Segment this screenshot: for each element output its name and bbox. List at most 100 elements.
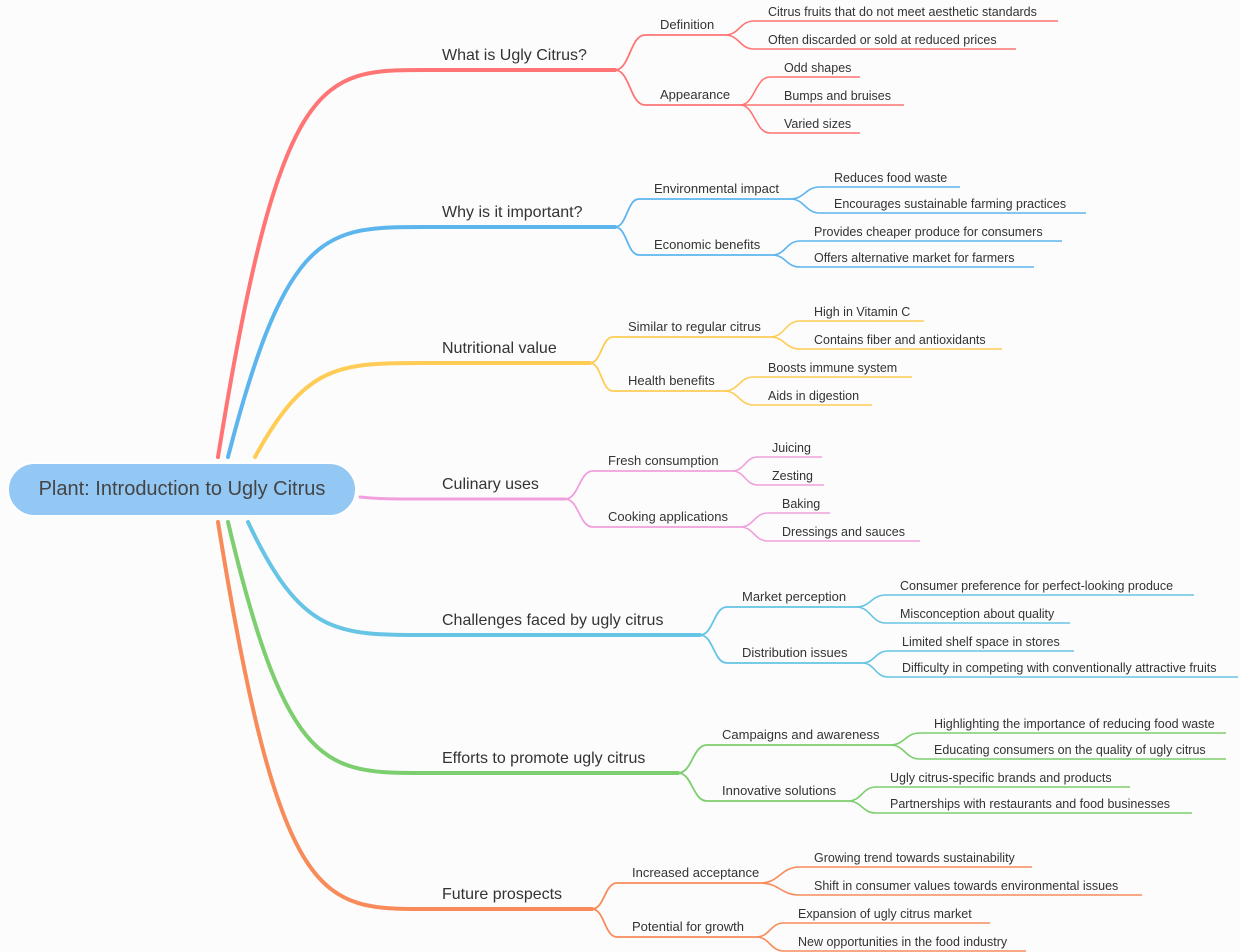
leaf-connector: [861, 662, 1238, 678]
sub-topic-label[interactable]: Market perception: [742, 589, 846, 604]
leaf-label[interactable]: Highlighting the importance of reducing …: [934, 717, 1215, 731]
leaf-connector: [724, 20, 1058, 36]
sub-topic-label[interactable]: Environmental impact: [654, 181, 779, 196]
leaf-label[interactable]: Reduces food waste: [834, 171, 947, 185]
root-node[interactable]: Plant: Introduction to Ugly Citrus: [7, 462, 357, 517]
sub-connector: [591, 908, 756, 938]
leaf-label[interactable]: Contains fiber and antioxidants: [814, 333, 986, 347]
leaf-label[interactable]: Provides cheaper produce for consumers: [814, 225, 1043, 239]
branch-6: Efforts to promote ugly citrus Campaigns …: [226, 520, 1226, 814]
sub-connector: [614, 69, 740, 106]
leaf-label[interactable]: Juicing: [772, 441, 811, 455]
sub-topic-label[interactable]: Innovative solutions: [722, 783, 837, 798]
branch-label[interactable]: Efforts to promote ugly citrus: [442, 750, 645, 767]
leaf-label[interactable]: Expansion of ugly citrus market: [798, 907, 972, 921]
leaf-connector: [739, 512, 830, 528]
branch-connector: [253, 361, 592, 459]
sub-connector: [614, 226, 772, 256]
sub-topic-label[interactable]: Potential for growth: [632, 919, 744, 934]
branch-label[interactable]: What is Ugly Citrus?: [442, 47, 587, 64]
sub-topic-label[interactable]: Fresh consumption: [608, 453, 719, 468]
leaf-label[interactable]: Zesting: [772, 469, 813, 483]
leaf-label[interactable]: Growing trend towards sustainability: [814, 851, 1016, 865]
leaf-connector: [889, 732, 1226, 746]
leaf-label[interactable]: Educating consumers on the quality of ug…: [934, 743, 1206, 757]
leaf-connector: [769, 320, 924, 338]
leaf-label[interactable]: Consumer preference for perfect-looking …: [900, 579, 1173, 593]
leaf-connector: [889, 744, 1226, 760]
leaf-label[interactable]: Encourages sustainable farming practices: [834, 197, 1066, 211]
leaf-connector: [731, 470, 824, 486]
sub-topic-label[interactable]: Distribution issues: [742, 645, 848, 660]
sub-topic: Environmental impact Reduces food wasteEn…: [614, 171, 1086, 228]
leaf-label[interactable]: Boosts immune system: [768, 361, 897, 375]
leaf-connector: [847, 800, 1192, 814]
leaf-label[interactable]: High in Vitamin C: [814, 305, 910, 319]
leaf-connector: [739, 76, 860, 106]
leaf-connector: [769, 336, 1002, 350]
branch-label[interactable]: Future prospects: [442, 886, 562, 903]
leaf-connector: [789, 198, 1086, 214]
leaf-connector: [723, 376, 912, 392]
sub-topic-label[interactable]: Cooking applications: [608, 509, 728, 524]
sub-connector: [677, 744, 890, 774]
leaf-label[interactable]: Partnerships with restaurants and food b…: [890, 797, 1170, 811]
sub-topic-label[interactable]: Similar to regular citrus: [628, 319, 761, 334]
leaf-label[interactable]: Aids in digestion: [768, 389, 859, 403]
leaf-connector: [731, 456, 822, 472]
root-label: Plant: Introduction to Ugly Citrus: [38, 478, 326, 500]
leaf-label[interactable]: Baking: [782, 497, 820, 511]
leaf-label[interactable]: Limited shelf space in stores: [902, 635, 1060, 649]
leaf-connector: [847, 786, 1130, 802]
sub-topic-label[interactable]: Campaigns and awareness: [722, 727, 880, 742]
leaf-label[interactable]: Offers alternative market for farmers: [814, 251, 1015, 265]
leaf-label[interactable]: Ugly citrus-specific brands and products: [890, 771, 1112, 785]
branch-connector: [246, 520, 702, 637]
leaf-label[interactable]: Shift in consumer values towards environ…: [814, 879, 1118, 893]
sub-topic-label[interactable]: Economic benefits: [654, 237, 761, 252]
sub-topic: Economic benefits Provides cheaper produc…: [614, 225, 1062, 268]
leaf-connector: [789, 186, 960, 200]
leaf-label[interactable]: Odd shapes: [784, 61, 851, 75]
sub-topic-label[interactable]: Increased acceptance: [632, 865, 759, 880]
sub-topic: Distribution issues Limited shelf space i…: [699, 634, 1238, 678]
branch-connector: [216, 520, 594, 911]
branch-connector: [226, 520, 680, 775]
sub-connector: [699, 606, 856, 636]
branch-label[interactable]: Nutritional value: [442, 340, 557, 357]
leaf-label[interactable]: Bumps and bruises: [784, 89, 891, 103]
leaf-connector: [755, 936, 1026, 952]
leaf-label[interactable]: Citrus fruits that do not meet aesthetic…: [768, 5, 1037, 19]
leaf-label[interactable]: Difficulty in competing with conventiona…: [902, 661, 1217, 675]
leaf-label[interactable]: New opportunities in the food industry: [798, 935, 1008, 949]
sub-topic-label[interactable]: Appearance: [660, 87, 730, 102]
leaf-connector: [755, 922, 990, 938]
leaf-connector: [855, 606, 1070, 624]
branch-label[interactable]: Why is it important?: [442, 204, 583, 221]
branch-1: What is Ugly Citrus? Definition Citrus fru…: [216, 5, 1058, 459]
branch-7: Future prospects Increased acceptance Grow…: [216, 520, 1142, 952]
leaf-label[interactable]: Varied sizes: [784, 117, 851, 131]
sub-topic-label[interactable]: Health benefits: [628, 373, 715, 388]
sub-connector: [589, 362, 724, 392]
sub-topic-label[interactable]: Definition: [660, 17, 714, 32]
branch-label[interactable]: Challenges faced by ugly citrus: [442, 612, 663, 629]
branch-label[interactable]: Culinary uses: [442, 476, 539, 493]
sub-topic: Increased acceptance Growing trend toward…: [591, 851, 1142, 910]
sub-connector: [677, 772, 848, 802]
leaf-label[interactable]: Misconception about quality: [900, 607, 1055, 621]
sub-connector: [614, 34, 725, 71]
branch-5: Challenges faced by ugly citrus Market pe…: [246, 520, 1238, 678]
leaf-connector: [723, 390, 872, 406]
branch-4: Culinary uses Fresh consumption JuicingZes…: [358, 441, 920, 542]
leaf-label[interactable]: Often discarded or sold at reduced price…: [768, 33, 997, 47]
branch-connector: [358, 495, 567, 501]
branch-connector: [216, 68, 617, 459]
leaf-connector: [855, 594, 1194, 608]
sub-topic: Market perception Consumer preference for…: [699, 579, 1194, 636]
leaf-label[interactable]: Dressings and sauces: [782, 525, 905, 539]
sub-topic: Innovative solutions Ugly citrus-specific…: [677, 771, 1192, 814]
